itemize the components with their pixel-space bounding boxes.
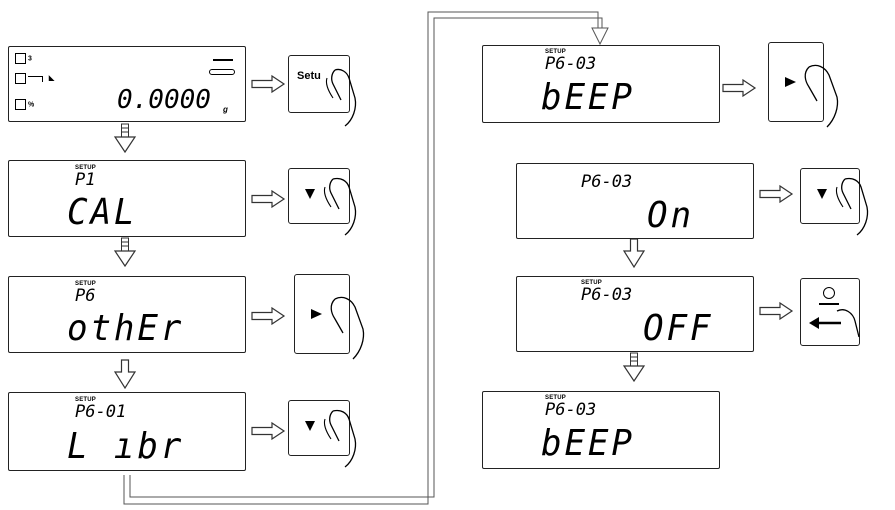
right-arrow-icon	[252, 308, 284, 324]
right-arrow-icon	[252, 423, 284, 439]
setup-key[interactable]: Setu	[288, 55, 350, 113]
down-arrow-icon	[592, 28, 608, 44]
down-arrow-icon	[115, 124, 135, 152]
unit-label: g	[223, 105, 228, 114]
home-display: 3 ◣ % 0.0000 g	[8, 46, 246, 122]
parameter-value: On	[647, 198, 694, 234]
hand-press-icon	[309, 289, 379, 369]
down-key[interactable]	[288, 400, 350, 456]
down-key[interactable]	[800, 168, 860, 224]
hand-press-icon	[783, 57, 853, 137]
parameter-value: bEEP	[541, 80, 635, 116]
parameter-value: L ıbr	[67, 429, 184, 465]
enter-key[interactable]	[800, 278, 860, 346]
parameter-code: P6-03	[581, 287, 632, 304]
indicator-mid-icon: ◣	[15, 73, 54, 84]
parameter-code: P6-03	[545, 402, 596, 419]
down-arrow-icon	[115, 238, 135, 266]
parameter-code: P6	[75, 288, 95, 305]
weight-reading: 0.0000	[117, 87, 211, 113]
right-arrow-icon	[252, 76, 284, 92]
right-arrow-icon	[252, 191, 284, 207]
hand-press-icon	[303, 64, 373, 130]
parameter-code: P6-03	[581, 174, 632, 191]
hand-press-icon	[303, 405, 373, 471]
parameter-value: bEEP	[541, 426, 635, 462]
indicator-top: 3	[15, 53, 32, 64]
parameter-value: othEr	[67, 311, 184, 347]
stability-icon	[213, 59, 233, 61]
down-arrow-icon	[624, 239, 644, 267]
right-key[interactable]	[294, 274, 350, 354]
parameter-code: P6-01	[75, 404, 126, 421]
display-p6-03-on: P6-03 On	[516, 163, 754, 239]
down-arrow-icon	[115, 360, 135, 388]
right-arrow-icon	[760, 303, 792, 319]
display-p6-01: SETUP P6-01 L ıbr	[8, 392, 246, 471]
display-p6-03-beep-final: SETUP P6-03 bEEP	[482, 391, 720, 469]
parameter-value: CAL	[67, 195, 137, 231]
right-arrow-icon	[723, 80, 755, 96]
right-arrow-icon	[760, 186, 792, 202]
parameter-value: OFF	[643, 311, 713, 347]
hand-press-icon	[303, 173, 373, 239]
indicator-bottom: %	[15, 99, 34, 110]
parameter-code: P1	[75, 172, 95, 189]
down-key[interactable]	[288, 168, 350, 224]
display-p6-03-off: SETUP P6-03 OFF	[516, 276, 754, 352]
display-p1: SETUP P1 CAL	[8, 160, 246, 237]
parameter-code: P6-03	[545, 56, 596, 73]
down-arrow-icon	[624, 353, 644, 381]
hand-press-icon	[815, 173, 885, 239]
enter-arrow-icon	[801, 279, 861, 339]
display-p6: SETUP P6 othEr	[8, 276, 246, 353]
pan-icon	[209, 69, 235, 75]
display-p6-03-beep: SETUP P6-03 bEEP	[482, 45, 720, 123]
right-key[interactable]	[768, 42, 824, 122]
